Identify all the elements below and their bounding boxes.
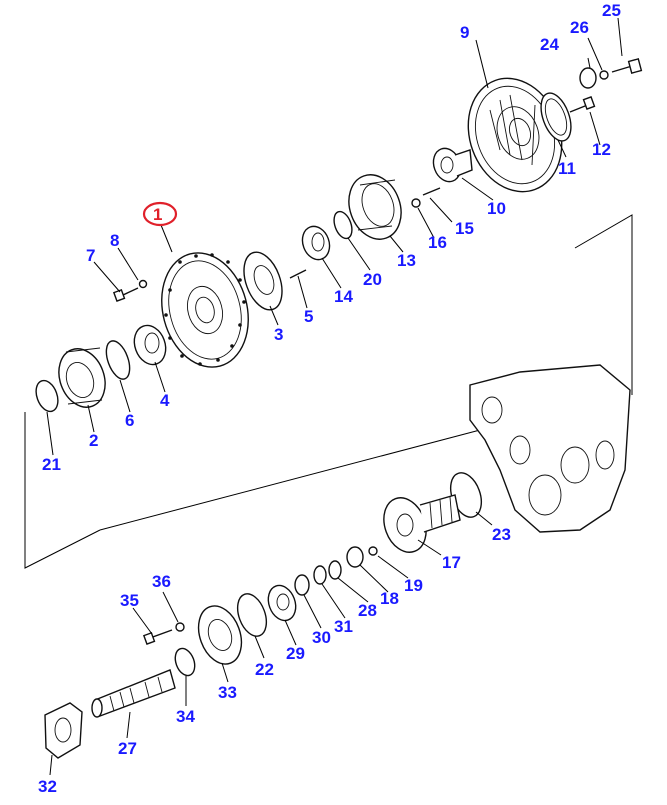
part-30-ring xyxy=(294,574,310,596)
label-part-26[interactable]: 26 xyxy=(570,18,589,37)
label-part-17[interactable]: 17 xyxy=(442,553,461,572)
label-part-1[interactable]: 1 xyxy=(153,205,162,224)
part-29-bearing xyxy=(267,584,297,622)
label-part-36[interactable]: 36 xyxy=(152,572,171,591)
part-22-ring xyxy=(236,593,268,637)
label-part-31[interactable]: 31 xyxy=(334,617,353,636)
label-part-3[interactable]: 3 xyxy=(274,325,283,344)
part-27-shaft xyxy=(91,669,176,718)
part-21-ring xyxy=(35,379,59,413)
label-part-15[interactable]: 15 xyxy=(455,219,474,238)
label-part-19[interactable]: 19 xyxy=(404,576,423,595)
part-28-ring xyxy=(328,560,342,580)
label-part-27[interactable]: 27 xyxy=(118,739,137,758)
part-6-ring xyxy=(105,340,131,380)
label-part-4[interactable]: 4 xyxy=(160,391,170,410)
part-2-gear xyxy=(58,347,106,408)
label-part-32[interactable]: 32 xyxy=(38,777,57,796)
label-part-22[interactable]: 22 xyxy=(255,660,274,679)
label-part-8[interactable]: 8 xyxy=(110,231,119,250)
label-part-30[interactable]: 30 xyxy=(312,628,331,647)
part-25-bolt xyxy=(611,58,643,74)
label-part-24[interactable]: 24 xyxy=(540,35,559,54)
label-part-12[interactable]: 12 xyxy=(592,140,611,159)
part-13-carrier xyxy=(348,174,402,240)
part-31-ring xyxy=(313,565,327,585)
label-part-33[interactable]: 33 xyxy=(218,683,237,702)
part-14-bearing xyxy=(301,225,331,261)
label-part-16[interactable]: 16 xyxy=(428,233,447,252)
label-part-11[interactable]: 11 xyxy=(558,159,576,178)
label-part-9[interactable]: 9 xyxy=(460,23,469,42)
part-15-bolt xyxy=(422,187,441,196)
label-part-21[interactable]: 21 xyxy=(42,455,61,474)
part-34-seal xyxy=(174,647,196,677)
label-part-18[interactable]: 18 xyxy=(380,589,399,608)
label-part-6[interactable]: 6 xyxy=(125,411,134,430)
label-part-7[interactable]: 7 xyxy=(86,246,95,265)
part-32-flange xyxy=(44,702,83,759)
part-12-bolt xyxy=(569,96,596,113)
part-labels: 9 24 26 25 11 12 10 15 16 13 20 14 5 3 8… xyxy=(38,1,621,796)
label-part-23[interactable]: 23 xyxy=(492,525,511,544)
label-part-29[interactable]: 29 xyxy=(286,644,305,663)
part-11-ring xyxy=(540,92,572,142)
part-24-washer xyxy=(579,67,597,89)
label-part-20[interactable]: 20 xyxy=(363,270,382,289)
part-3-plate xyxy=(243,251,283,311)
part-19-nut xyxy=(368,546,378,556)
label-part-5[interactable]: 5 xyxy=(304,307,313,326)
part-33-cover xyxy=(197,605,243,665)
part-1-ring-gear xyxy=(161,252,249,368)
part-5-bolt xyxy=(289,269,307,279)
label-part-10[interactable]: 10 xyxy=(487,199,506,218)
part-16-washer xyxy=(411,198,421,208)
part-4-bearing xyxy=(133,324,167,366)
part-35-bolt xyxy=(142,629,173,645)
label-part-14[interactable]: 14 xyxy=(334,287,353,306)
part-18-seal xyxy=(346,546,364,568)
part-17-flange-shaft xyxy=(383,494,461,553)
leader-lines xyxy=(46,17,623,776)
label-part-13[interactable]: 13 xyxy=(397,251,416,270)
assembly-frame xyxy=(24,214,633,569)
label-part-35[interactable]: 35 xyxy=(120,591,139,610)
part-7-bolt xyxy=(112,287,139,302)
label-part-28[interactable]: 28 xyxy=(358,601,377,620)
part-10-hub xyxy=(432,147,473,183)
highlight-circle xyxy=(142,201,178,227)
label-part-2[interactable]: 2 xyxy=(89,431,98,450)
part-8-washer xyxy=(138,279,148,289)
housing xyxy=(469,364,631,533)
part-36-washer xyxy=(175,622,185,632)
label-part-34[interactable]: 34 xyxy=(176,707,195,726)
part-26-washer xyxy=(599,70,609,80)
label-part-25[interactable]: 25 xyxy=(602,1,621,20)
